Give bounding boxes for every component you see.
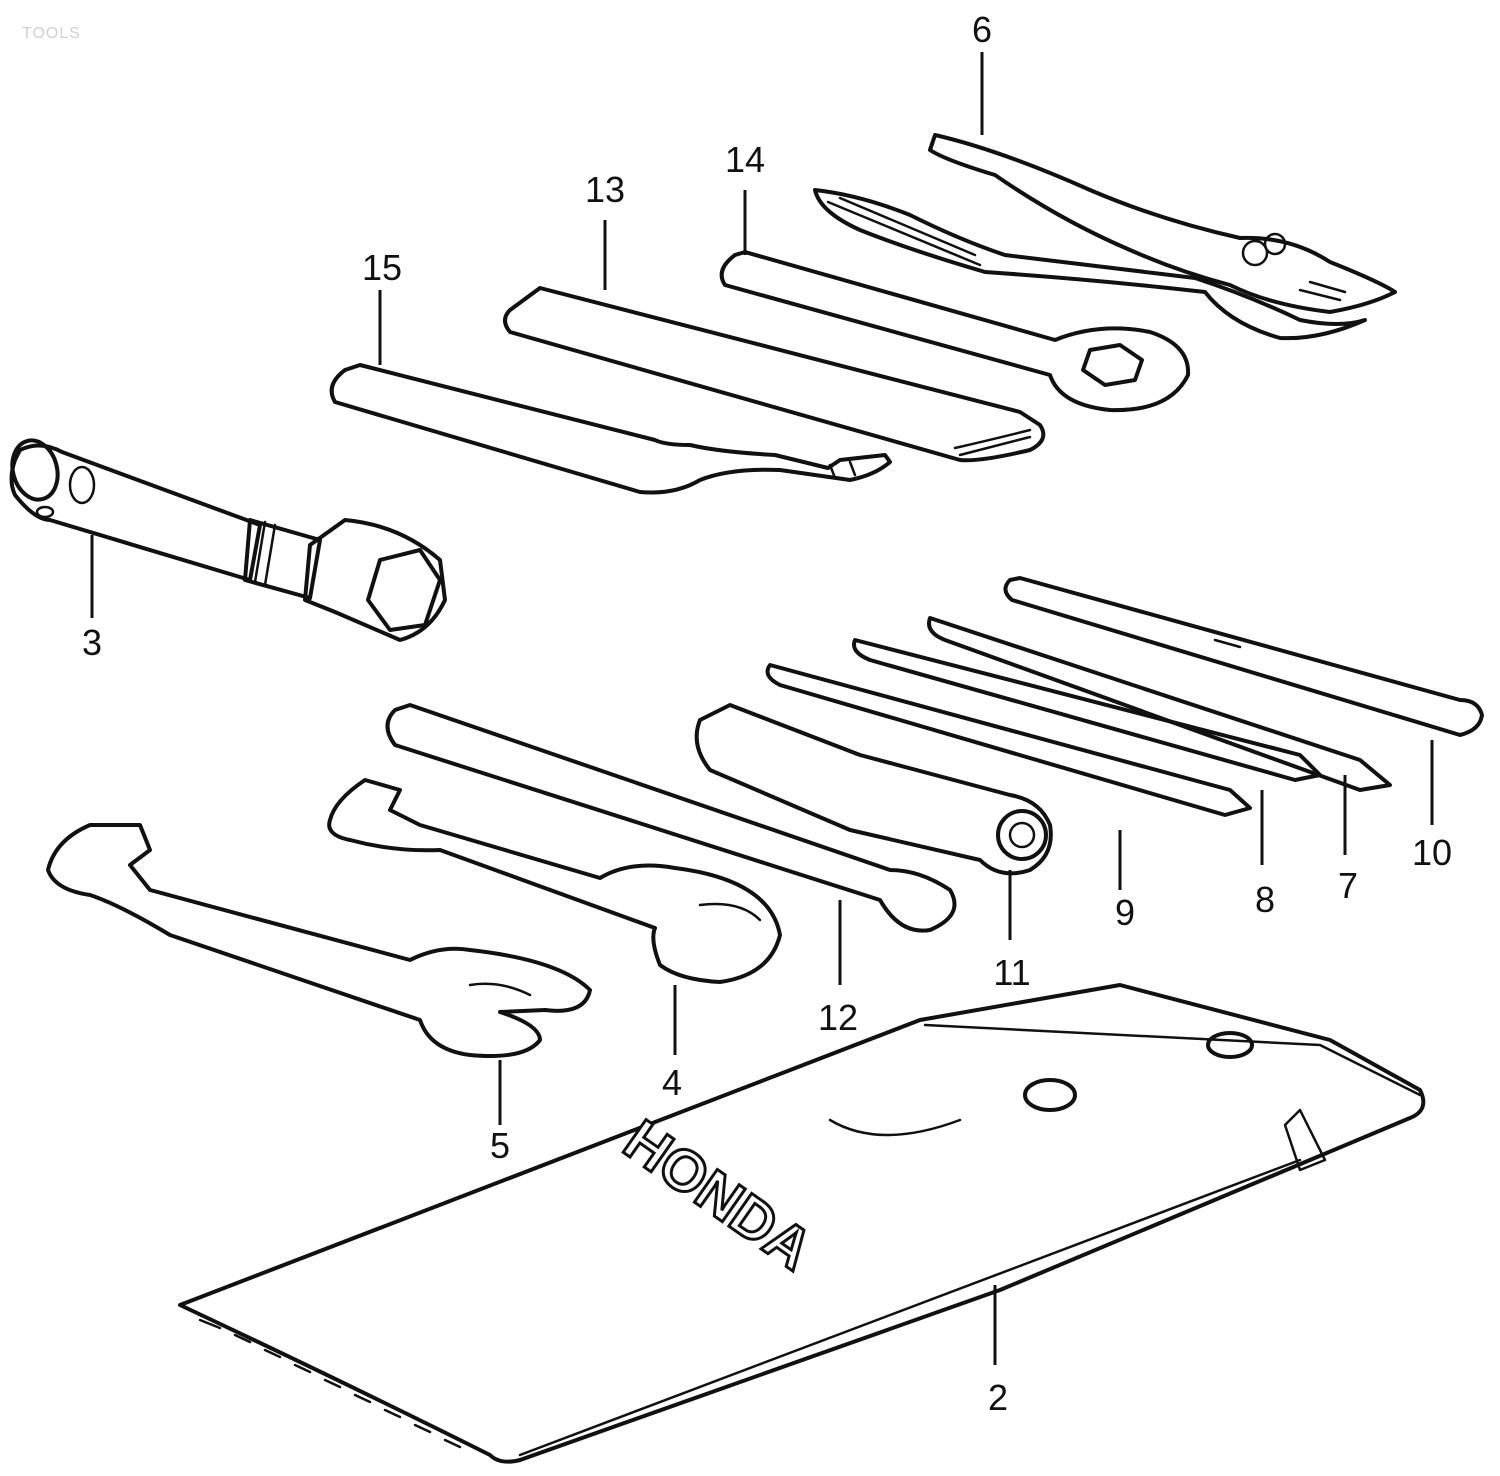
- leader-lines: [378, 52, 1434, 1365]
- callout-5: 5: [490, 1125, 510, 1166]
- part-wrench-large: [46, 823, 592, 1058]
- part-tool-bag: HONDA: [178, 983, 1426, 1464]
- part-wrench-small: [327, 778, 782, 984]
- callout-12: 12: [818, 997, 858, 1038]
- part-screwdriver-set: [694, 576, 1484, 876]
- callout-10: 10: [1412, 832, 1452, 873]
- callout-9: 9: [1115, 892, 1135, 933]
- callout-8: 8: [1255, 879, 1275, 920]
- callout-11: 11: [993, 952, 1030, 993]
- part-pliers: [813, 133, 1397, 341]
- part-pin-spanner: [329, 363, 892, 495]
- diagram-caption: TOOLS: [22, 25, 81, 42]
- callout-labels: 6 14 13 15 3 10 7 8 9 11 12 4 5 2: [82, 9, 1452, 1418]
- callout-4: 4: [662, 1062, 682, 1103]
- callout-2: 2: [988, 1377, 1008, 1418]
- part-flat-bar: [503, 286, 1046, 463]
- callout-13: 13: [585, 169, 625, 210]
- part-pin-tube: [385, 703, 957, 933]
- part-plug-wrench: [9, 438, 447, 642]
- part-box-wrench: [719, 250, 1191, 413]
- callout-15: 15: [362, 247, 402, 288]
- callout-7: 7: [1338, 865, 1358, 906]
- callout-14: 14: [725, 139, 765, 180]
- callout-3: 3: [82, 622, 102, 663]
- callout-6: 6: [972, 9, 992, 50]
- brand-logo-text: HONDA: [613, 1107, 824, 1282]
